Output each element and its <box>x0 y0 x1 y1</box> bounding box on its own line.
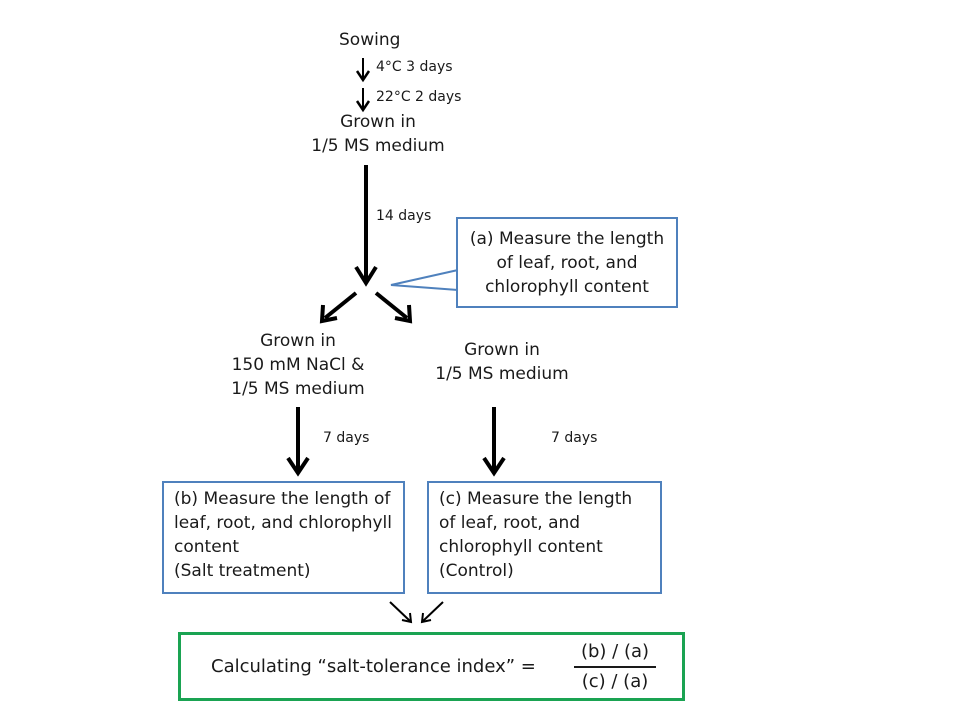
treatment-period-control-label: 7 days <box>551 430 598 446</box>
arrow-7-days-salt <box>286 407 310 477</box>
arrow-split-control <box>374 291 413 324</box>
measure-a-line-1: (a) Measure the length <box>469 229 665 249</box>
grown-control-line-1: Grown in <box>464 340 540 360</box>
arrow-converge-c <box>420 601 444 624</box>
arrow-warm-step <box>355 88 371 113</box>
cold-step-label: 4°C 3 days <box>376 59 453 75</box>
warm-step-label: 22°C 2 days <box>376 89 462 105</box>
measure-c-line-1: (c) Measure the length <box>439 489 633 509</box>
growth-period-initial-label: 14 days <box>376 208 432 224</box>
sowing-label: Sowing <box>339 30 401 50</box>
measure-c-line-2: of leaf, root, and <box>439 513 581 533</box>
measure-box-a: (a) Measure the length of leaf, root, an… <box>456 217 678 308</box>
measure-b-line-2: leaf, root, and chlorophyll <box>174 513 393 533</box>
grown-salt-line-2: 150 mM NaCl & <box>231 355 365 375</box>
arrow-14-days <box>354 165 378 287</box>
grown-salt-line-3: 1/5 MS medium <box>231 379 365 399</box>
measure-b-line-4: (Salt treatment) <box>174 561 311 581</box>
measure-c-line-4: (Control) <box>439 561 514 581</box>
arrow-split-salt <box>319 291 358 324</box>
measure-b-line-1: (b) Measure the length of <box>174 489 391 509</box>
fraction-numerator: (b) / (a) <box>574 640 656 668</box>
grown-salt-label: Grown in 150 mM NaCl & 1/5 MS medium <box>218 329 378 401</box>
grown-initial-line-1: Grown in <box>340 112 416 132</box>
grown-control-line-2: 1/5 MS medium <box>435 364 569 384</box>
arrow-converge-b <box>389 601 413 624</box>
grown-control-label: Grown in 1/5 MS medium <box>422 338 582 386</box>
measure-c-line-3: chlorophyll content <box>439 537 603 557</box>
measure-box-b: (b) Measure the length of leaf, root, an… <box>162 481 405 594</box>
arrow-7-days-control <box>482 407 506 477</box>
grown-initial-line-2: 1/5 MS medium <box>311 136 445 156</box>
fraction-denominator: (c) / (a) <box>581 671 649 692</box>
measure-a-line-2: of leaf, root, and <box>496 253 638 273</box>
grown-initial-label: Grown in 1/5 MS medium <box>298 110 458 158</box>
arrow-cold-step <box>355 58 371 83</box>
measure-b-line-3: content <box>174 537 240 557</box>
salt-tolerance-index-fraction: (b) / (a) (c) / (a) <box>574 640 656 694</box>
measure-box-c: (c) Measure the length of leaf, root, an… <box>427 481 662 594</box>
callout-pointer <box>390 269 459 291</box>
measure-a-line-3: chlorophyll content <box>485 277 649 297</box>
treatment-period-salt-label: 7 days <box>323 430 370 446</box>
grown-salt-line-1: Grown in <box>260 331 336 351</box>
salt-tolerance-index-box: Calculating “salt-tolerance index” = (b)… <box>178 632 685 701</box>
salt-tolerance-index-label: Calculating “salt-tolerance index” = <box>211 656 536 677</box>
